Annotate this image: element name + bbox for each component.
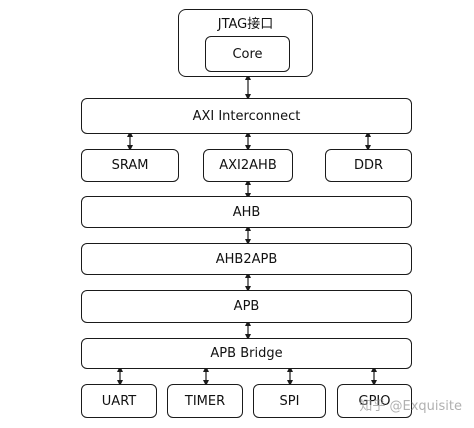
ahb-box: AHB [81,196,412,228]
ahb-label: AHB [232,204,261,220]
uart-box: UART [81,384,157,418]
timer-box: TIMER [167,384,243,418]
ddr-label: DDR [353,158,384,173]
sram-label: SRAM [111,158,149,173]
apb-bridge-label: APB Bridge [210,346,283,361]
axi-interconnect-label: AXI Interconnect [192,108,301,124]
timer-label: TIMER [184,393,226,409]
ahb2apb-label: AHB2APB [215,251,278,267]
ddr-box: DDR [325,149,412,182]
apb-box: APB [81,290,412,323]
axi2ahb-box: AXI2AHB [203,149,293,182]
axi2ahb-label: AXI2AHB [219,158,277,173]
spi-box: SPI [253,384,326,418]
axi-interconnect-box: AXI Interconnect [81,98,412,134]
sram-box: SRAM [81,149,179,182]
apb-label: APB [233,299,260,314]
core-box: Core [205,36,290,72]
watermark-text: 知乎 @Exquisite [359,399,462,414]
gpio-label: GPIO [358,393,391,409]
ahb2apb-box: AHB2APB [81,243,412,275]
gpio-box: GPIO [337,384,412,418]
core-label: Core [232,46,263,62]
jtag-label: JTAG接口 [217,17,274,32]
apb-bridge-box: APB Bridge [81,338,412,369]
uart-label: UART [101,393,137,409]
spi-label: SPI [279,393,300,409]
